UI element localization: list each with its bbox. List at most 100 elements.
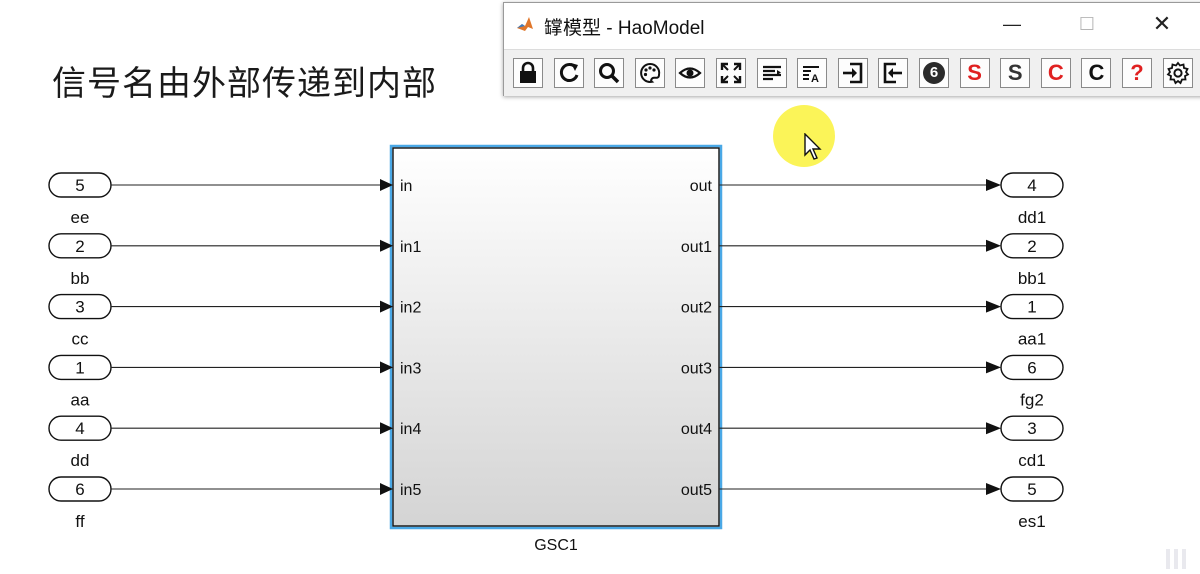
- lock-button[interactable]: [513, 58, 543, 88]
- align-left-button[interactable]: [756, 58, 787, 88]
- subsystem-input-label: in4: [400, 421, 421, 438]
- refresh-button[interactable]: [553, 58, 584, 88]
- outport-port-1[interactable]: 4 dd1: [1000, 172, 1064, 227]
- gear-icon: [1166, 61, 1190, 85]
- outport-port-number: 4: [1027, 176, 1036, 195]
- outport-port-shape: [1000, 476, 1064, 502]
- magnifier-button[interactable]: [594, 58, 625, 88]
- arrow-head-icon: [380, 361, 393, 374]
- text-format-button[interactable]: A: [797, 58, 828, 88]
- arrow-head-icon: [380, 179, 393, 191]
- arrow-head-icon: [380, 483, 393, 495]
- inport-port-1[interactable]: 5 ee: [48, 172, 112, 227]
- arrow-head-icon: [986, 179, 1001, 191]
- outport-signal-label: aa1: [1018, 330, 1046, 349]
- outport-port-number: 1: [1027, 298, 1036, 317]
- outport-port-4[interactable]: 6 fg2: [1000, 354, 1064, 409]
- minimize-button[interactable]: —: [1003, 14, 1021, 34]
- inport-port-number: 1: [75, 358, 84, 377]
- arrow-head-icon: [380, 300, 393, 313]
- gear-button[interactable]: [1162, 58, 1193, 88]
- outport-port-shape: [1000, 354, 1064, 381]
- window-titlebar[interactable]: 罉模型 - HaoModel — ☐ ✕: [504, 3, 1200, 45]
- subsystem-input-label: in5: [400, 482, 421, 499]
- inport-port-3[interactable]: 3cc: [48, 293, 112, 349]
- black-s-button[interactable]: S: [1000, 58, 1031, 88]
- inport-port-number: 2: [75, 237, 84, 256]
- subsystem-name: GSC1: [534, 537, 578, 554]
- refresh-icon: [557, 61, 581, 85]
- window-title: 罉模型 - HaoModel: [544, 18, 705, 39]
- outport-port-5[interactable]: 3 cd1: [1000, 415, 1064, 470]
- signout-icon: [881, 61, 905, 85]
- inport-port-number: 5: [75, 176, 84, 195]
- outport-port-number: 6: [1027, 358, 1036, 377]
- arrow-head-icon: [986, 483, 1001, 495]
- eye-icon: [678, 61, 703, 85]
- help-button[interactable]: ?: [1122, 58, 1152, 88]
- palette-button[interactable]: [634, 58, 665, 88]
- red-c-icon: C: [1047, 60, 1064, 85]
- outport-port-number: 3: [1027, 419, 1036, 438]
- subsystem-input-label: in2: [400, 300, 421, 317]
- inport-signal-label: ee: [71, 208, 90, 227]
- outport-signal-label: cd1: [1018, 451, 1045, 470]
- number-six-button[interactable]: 6: [919, 58, 949, 88]
- arrow-head-icon: [380, 239, 393, 252]
- selection-outline: [389, 144, 723, 530]
- inport-signal-label: cc: [72, 330, 90, 349]
- outport-port-shape: [1000, 293, 1064, 320]
- expand-icon: [719, 61, 743, 85]
- signout-button[interactable]: [878, 58, 909, 88]
- outport-port-number: 5: [1027, 480, 1036, 499]
- eye-button[interactable]: [675, 58, 706, 88]
- page-heading: 信号名由外部传递到内部: [52, 64, 437, 104]
- cursor-highlight: [773, 105, 835, 167]
- magnifier-icon: [597, 61, 621, 85]
- arrow-head-icon: [986, 239, 1001, 252]
- signin-button[interactable]: [837, 58, 868, 88]
- subsystem-output-label: out4: [681, 421, 712, 438]
- inport-port-2[interactable]: 2 bb: [48, 233, 112, 288]
- subsystem-output-label: out2: [681, 300, 712, 317]
- signin-icon: [841, 61, 865, 85]
- inport-port-5[interactable]: 4 dd: [48, 415, 112, 470]
- inport-port-number: 6: [75, 480, 84, 499]
- help-icon: ?: [1130, 60, 1144, 85]
- expand-button[interactable]: [716, 58, 746, 88]
- mouse-cursor-icon: [804, 133, 822, 160]
- arrow-head-icon: [986, 361, 1001, 374]
- outport-port-shape: [1000, 415, 1064, 441]
- inport-signal-label: aa: [71, 390, 90, 409]
- outport-port-3[interactable]: 1 aa1: [1000, 293, 1064, 349]
- black-s-icon: S: [1007, 60, 1023, 85]
- subsystem-input-label: in1: [400, 239, 421, 256]
- number-six-icon: 6: [923, 62, 945, 84]
- maximize-button[interactable]: ☐: [1078, 14, 1096, 34]
- black-c-button[interactable]: C: [1081, 58, 1112, 88]
- inport-port-6[interactable]: 6ff: [48, 476, 112, 531]
- subsystem-input-label: in3: [400, 360, 421, 377]
- align-left-icon: [760, 61, 784, 85]
- inport-port-number: 4: [75, 419, 84, 438]
- outport-signal-label: fg2: [1020, 390, 1044, 409]
- matlab-icon: [516, 15, 534, 33]
- palette-icon: [638, 61, 662, 85]
- subsystem-output-label: out1: [681, 239, 712, 256]
- subsystem-input-label: in: [400, 178, 412, 195]
- red-s-button[interactable]: S: [959, 58, 990, 88]
- inport-port-4[interactable]: 1 aa: [48, 354, 112, 409]
- close-button[interactable]: ✕: [1152, 11, 1172, 36]
- red-c-button[interactable]: C: [1040, 58, 1071, 88]
- arrow-head-icon: [986, 422, 1001, 435]
- arrow-head-icon: [986, 300, 1001, 313]
- inport-signal-label: dd: [71, 451, 90, 470]
- lock-icon: [516, 61, 540, 85]
- outport-signal-label: dd1: [1018, 208, 1046, 227]
- inport-signal-label: bb: [71, 269, 90, 288]
